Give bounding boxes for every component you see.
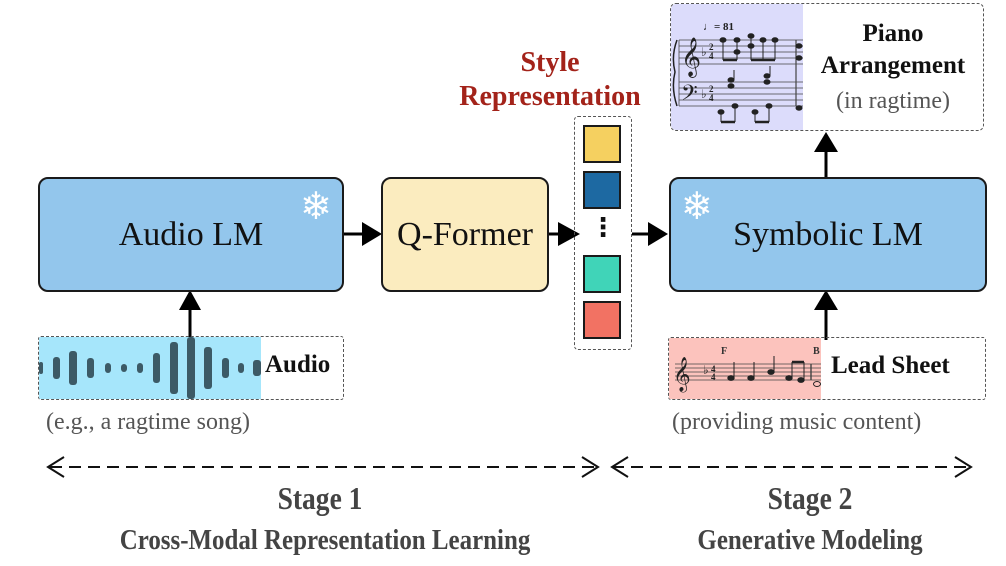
- snowflake-icon: ❄: [681, 184, 713, 228]
- chord-symbol-b: B: [813, 346, 820, 357]
- piano-score-icon: ♩= 81 𝄞 𝄢 ♭ ♭ 24 24: [671, 4, 803, 130]
- svg-text:♭: ♭: [701, 87, 707, 101]
- lead-sheet-box: F B 𝄞 ♭ 4 4 Lead Sheet: [668, 337, 986, 400]
- lead-sheet-label: Lead Sheet: [831, 352, 950, 379]
- chord-symbol-f: F: [721, 346, 727, 357]
- snowflake-icon: ❄: [300, 184, 332, 228]
- stage1-subtitle: Cross-Modal Representation Learning: [119, 524, 531, 556]
- arrow-leadsheet-to-symboliclm: [814, 290, 838, 340]
- piano-title-line2: Arrangement: [820, 52, 966, 79]
- style-token-2: [583, 171, 621, 209]
- svg-text:♭: ♭: [701, 45, 707, 59]
- style-representation-title: Style Representation: [440, 46, 660, 114]
- piano-title-line1: Piano: [862, 20, 924, 47]
- audio-input-box: Audio: [38, 336, 344, 400]
- arrow-audiolm-to-qformer: [344, 222, 382, 246]
- style-token-1: [583, 125, 621, 163]
- stage1-span-arrow: [46, 456, 600, 478]
- q-former-module: Q-Former: [381, 177, 549, 292]
- arrow-symboliclm-to-piano: [814, 132, 838, 178]
- style-title-line1: Style: [520, 47, 580, 78]
- stage2-title: Stage 2: [767, 480, 853, 516]
- waveform-icon: [39, 337, 261, 399]
- svg-text:4: 4: [711, 372, 716, 382]
- arrow-style-to-symboliclm: [632, 222, 668, 246]
- tempo-marking: ♩= 81: [703, 21, 734, 33]
- style-title-line2: Representation: [459, 81, 641, 112]
- svg-text:♭: ♭: [703, 363, 709, 377]
- style-token-group: ⋮: [574, 116, 632, 350]
- svg-text:𝄞: 𝄞: [681, 37, 701, 78]
- ellipsis-icon: ⋮: [590, 213, 616, 243]
- lead-sheet-caption: (providing music content): [672, 409, 922, 435]
- style-token-4: [583, 301, 621, 339]
- audio-lm-module: Audio LM ❄: [38, 177, 344, 292]
- audio-input-label: Audio: [265, 351, 331, 378]
- symbolic-lm-label: Symbolic LM: [733, 215, 923, 253]
- svg-text:4: 4: [709, 51, 714, 61]
- style-token-3: [583, 255, 621, 293]
- svg-text:4: 4: [709, 93, 714, 103]
- arrow-qformer-to-style: [548, 222, 580, 246]
- stage2-span-arrow: [610, 456, 973, 478]
- arrow-audio-to-audiolm: [179, 290, 201, 340]
- svg-text:2: 2: [709, 42, 714, 52]
- svg-text:𝄞: 𝄞: [673, 357, 691, 393]
- symbolic-lm-module: Symbolic LM ❄: [669, 177, 987, 292]
- stage1-title: Stage 1: [277, 480, 363, 516]
- audio-lm-label: Audio LM: [118, 215, 264, 253]
- svg-text:2: 2: [709, 84, 714, 94]
- audio-input-caption: (e.g., a ragtime song): [46, 409, 250, 435]
- piano-arrangement-caption: (in ragtime): [836, 88, 950, 114]
- q-former-label: Q-Former: [397, 215, 533, 253]
- lead-sheet-score-icon: F B 𝄞 ♭ 4 4: [669, 338, 821, 399]
- svg-text:𝄢: 𝄢: [681, 81, 698, 111]
- svg-text:4: 4: [711, 364, 716, 374]
- piano-arrangement-title: Piano Arrangement: [803, 18, 983, 82]
- stage2-subtitle: Generative Modeling: [697, 524, 923, 556]
